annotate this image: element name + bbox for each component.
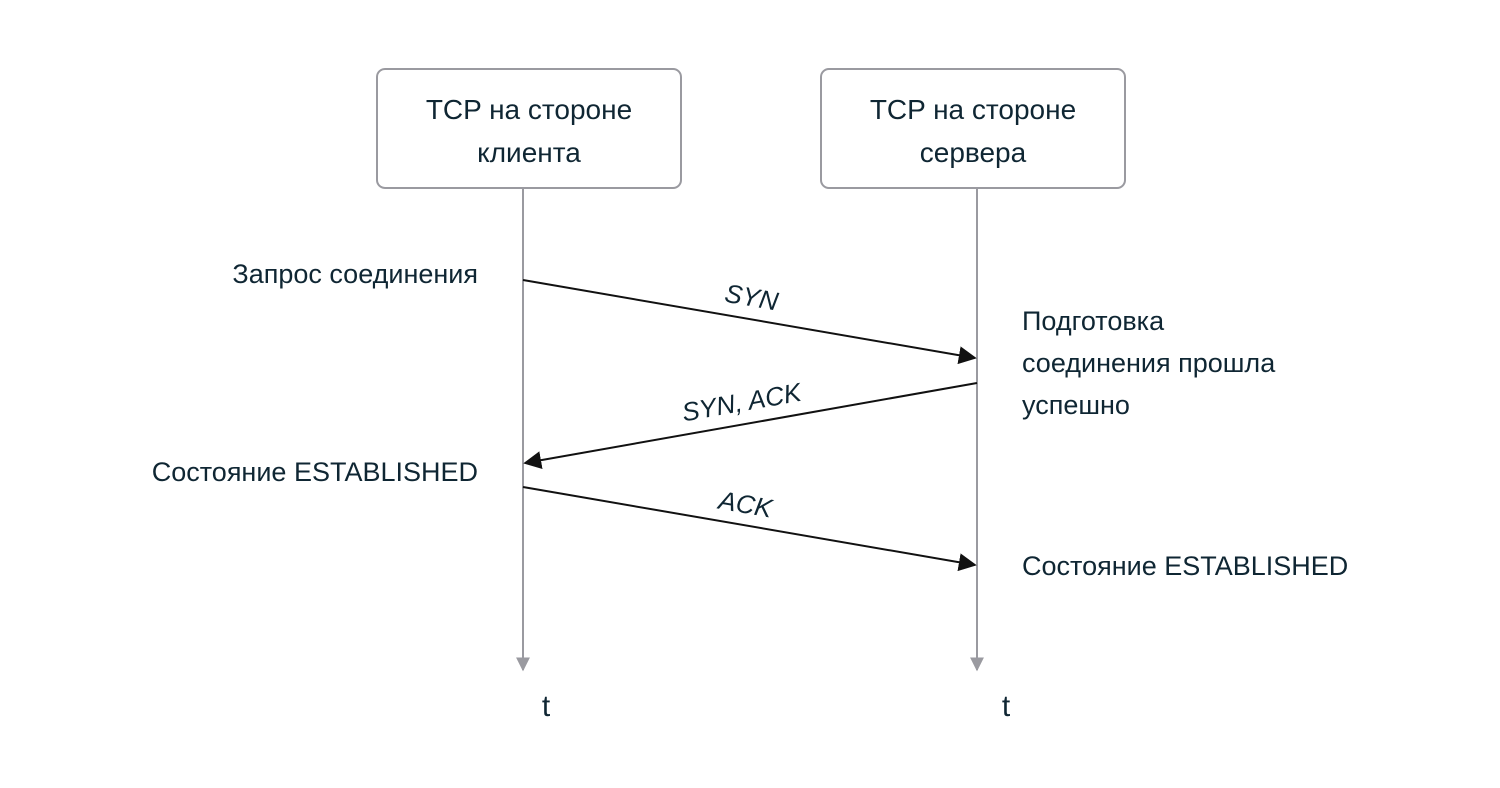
client-time-axis-label: t <box>542 690 551 723</box>
message-syn: SYN <box>522 278 977 365</box>
participant-client: TCP на стороне клиента t <box>376 68 682 723</box>
server-annotation-preparation: Подготовка соединения прошла успешно <box>1022 306 1276 420</box>
syn-arrow <box>522 279 977 365</box>
server-time-axis-label: t <box>1002 690 1011 723</box>
message-ack: ACK <box>522 484 977 572</box>
client-annotation-connection-request: Запрос соединения <box>232 259 478 289</box>
server-annotation-preparation-line-3: успешно <box>1022 390 1130 420</box>
ack-arrow <box>522 486 977 572</box>
client-annotation-established: Состояние ESTABLISHED <box>152 457 478 487</box>
syn-ack-arrow <box>523 382 978 470</box>
syn-ack-label: SYN, ACK <box>680 377 805 428</box>
server-annotation-preparation-line-1: Подготовка <box>1022 306 1165 336</box>
syn-label: SYN <box>723 278 781 317</box>
client-box-label-line-2: клиента <box>477 137 581 168</box>
server-box-label-line-2: сервера <box>920 137 1027 168</box>
server-box <box>820 68 1126 189</box>
participant-server: TCP на стороне сервера t <box>820 68 1126 723</box>
client-box-label-line-1: TCP на стороне <box>426 94 632 125</box>
server-annotation-preparation-line-2: соединения прошла <box>1022 348 1276 378</box>
server-annotation-established: Состояние ESTABLISHED <box>1022 551 1348 581</box>
ack-label: ACK <box>715 484 776 523</box>
message-syn-ack: SYN, ACK <box>523 377 978 470</box>
server-box-label-line-1: TCP на стороне <box>870 94 1076 125</box>
client-box <box>376 68 682 189</box>
